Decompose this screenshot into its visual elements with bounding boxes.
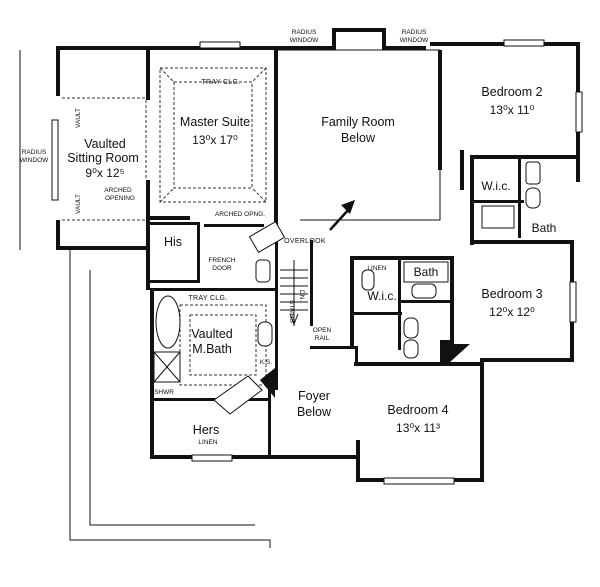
fixtures bbox=[153, 161, 541, 415]
dn-label: DN. bbox=[298, 290, 305, 301]
vault-bottom-label: VAULT bbox=[75, 194, 82, 214]
shwr-label: SHWR bbox=[154, 389, 174, 396]
wic-mid-label: W.i.c. bbox=[367, 289, 396, 303]
lower-level-outline bbox=[19, 50, 271, 548]
bedroom4-name: Bedroom 4 bbox=[387, 403, 448, 417]
foyer-name: Foyer bbox=[298, 389, 330, 403]
family-room-name: Family Room bbox=[321, 115, 395, 129]
wic-upper-label: W.i.c. bbox=[481, 179, 510, 193]
radius-window-top-right-2: WINDOW bbox=[400, 37, 429, 44]
master-suite-name: Master Suite bbox=[180, 115, 250, 129]
master-bath-name: M.Bath bbox=[192, 342, 232, 356]
ceiling-lines bbox=[62, 67, 267, 386]
radius-window-top-left-1: RADIUS bbox=[292, 29, 317, 36]
bedroom2-name: Bedroom 2 bbox=[481, 85, 542, 99]
french-door-1: FRENCH bbox=[208, 257, 235, 264]
hers-linen-label: LINEN bbox=[198, 439, 217, 446]
bedroom3-dims: 12⁰x 12⁰ bbox=[489, 305, 535, 319]
stairs-treads bbox=[280, 260, 308, 326]
french-door-2: DOOR bbox=[212, 265, 232, 272]
sitting-room-vaulted: Vaulted bbox=[84, 137, 126, 151]
arched-opng-label: ARCHED OPNG. bbox=[215, 211, 265, 218]
master-tray-ceiling-label: TRAY CLG. bbox=[201, 79, 240, 86]
bath-mid-label: Bath bbox=[414, 265, 439, 279]
open-rail-1: OPEN bbox=[313, 327, 332, 334]
open-rail-2: RAIL bbox=[315, 335, 330, 342]
radius-window-left-2: WINDOW bbox=[20, 157, 49, 164]
room-labels: TRAY CLG. Master Suite 13⁰x 17⁰ Family R… bbox=[67, 79, 556, 446]
sitting-room-dims: 9⁰x 12⁵ bbox=[85, 166, 124, 180]
windows bbox=[51, 39, 583, 485]
annotation-labels: RADIUS WINDOW RADIUS WINDOW RADIUS WINDO… bbox=[20, 29, 429, 396]
bath-upper-label: Bath bbox=[532, 221, 557, 235]
interior-walls bbox=[150, 49, 576, 458]
arched-opening-2: OPENING bbox=[105, 195, 135, 202]
radius-window-left-1: RADIUS bbox=[22, 149, 47, 156]
stairs-label: STAIRS bbox=[288, 300, 295, 324]
hers-closet-label: Hers bbox=[193, 423, 219, 437]
overlook-label: OVERLOOK bbox=[284, 238, 326, 245]
radius-window-top-left-2: WINDOW bbox=[290, 37, 319, 44]
ks-label: K.S. bbox=[260, 359, 272, 366]
bedroom2-dims: 13⁰x 11⁰ bbox=[490, 103, 535, 117]
overlook-arrow bbox=[329, 200, 355, 231]
his-closet-label: His bbox=[164, 235, 182, 249]
bedroom4-dims: 13⁰x 11³ bbox=[396, 421, 440, 435]
vault-top-label: VAULT bbox=[75, 108, 82, 128]
master-suite-dims: 13⁰x 17⁰ bbox=[192, 133, 238, 147]
foyer-below: Below bbox=[297, 405, 332, 419]
linen-mid-label: LINEN bbox=[367, 265, 386, 272]
family-room-below: Below bbox=[341, 131, 376, 145]
bedroom3-name: Bedroom 3 bbox=[481, 287, 542, 301]
sitting-room-name: Sitting Room bbox=[67, 151, 139, 165]
master-bath-vaulted: Vaulted bbox=[191, 327, 233, 341]
master-bath-tray-label: TRAY CLG. bbox=[188, 295, 227, 302]
arched-opening-1: ARCHED bbox=[104, 187, 132, 194]
radius-window-top-right-1: RADIUS bbox=[402, 29, 427, 36]
